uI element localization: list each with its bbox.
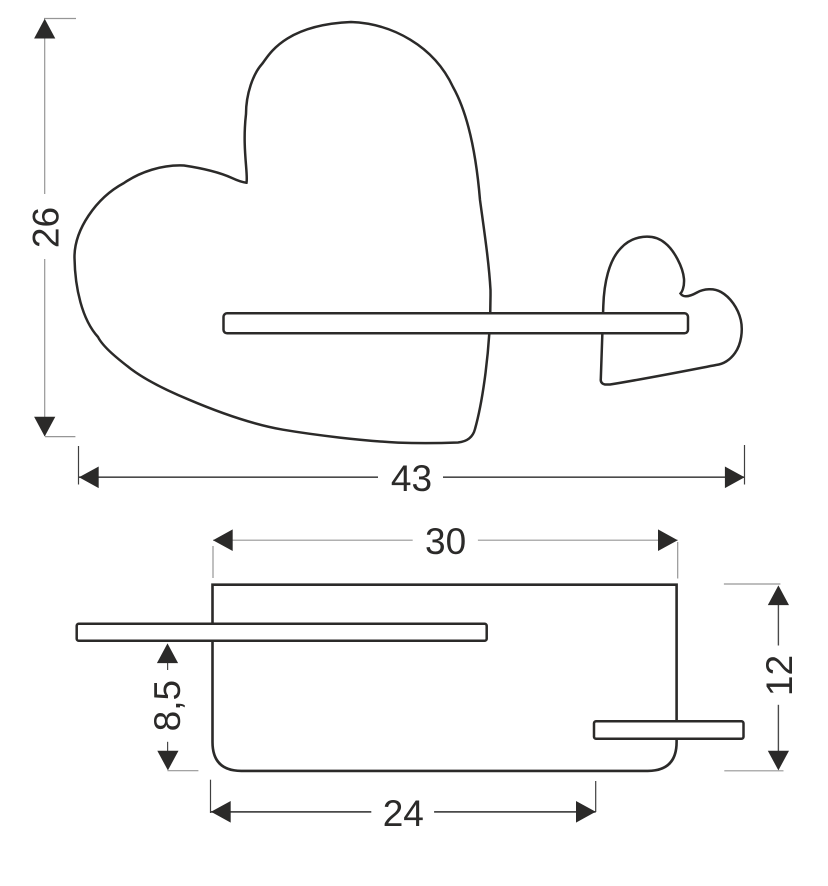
- svg-text:12: 12: [759, 655, 800, 696]
- svg-text:26: 26: [26, 207, 67, 248]
- svg-text:30: 30: [425, 521, 466, 562]
- svg-text:43: 43: [391, 458, 432, 499]
- svg-text:8,5: 8,5: [147, 680, 188, 731]
- svg-text:24: 24: [383, 793, 424, 834]
